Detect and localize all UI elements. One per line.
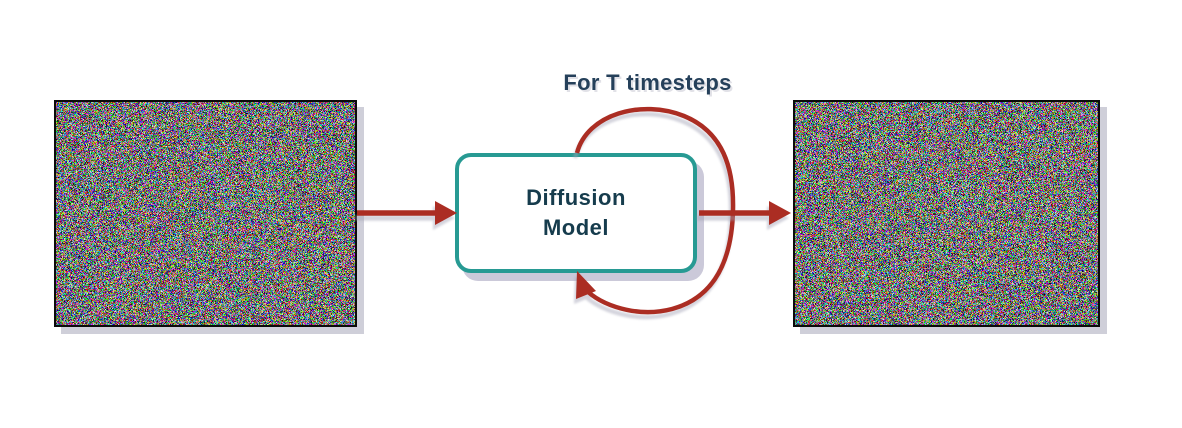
input-arrowhead-icon (435, 201, 457, 225)
loop-arrowhead-icon (576, 271, 596, 299)
diffusion-model-label-line2: Model (543, 215, 609, 240)
loop-label: For T timesteps (540, 70, 755, 96)
diffusion-model-box: Diffusion Model (455, 153, 697, 273)
diffusion-model-label-line1: Diffusion (526, 185, 626, 210)
noise-image-left (54, 100, 357, 327)
diffusion-model-label: Diffusion Model (526, 183, 626, 243)
noise-image-right (793, 100, 1100, 327)
output-arrowhead-icon (769, 201, 791, 225)
output-arrow (699, 201, 791, 225)
input-arrow (357, 201, 457, 225)
